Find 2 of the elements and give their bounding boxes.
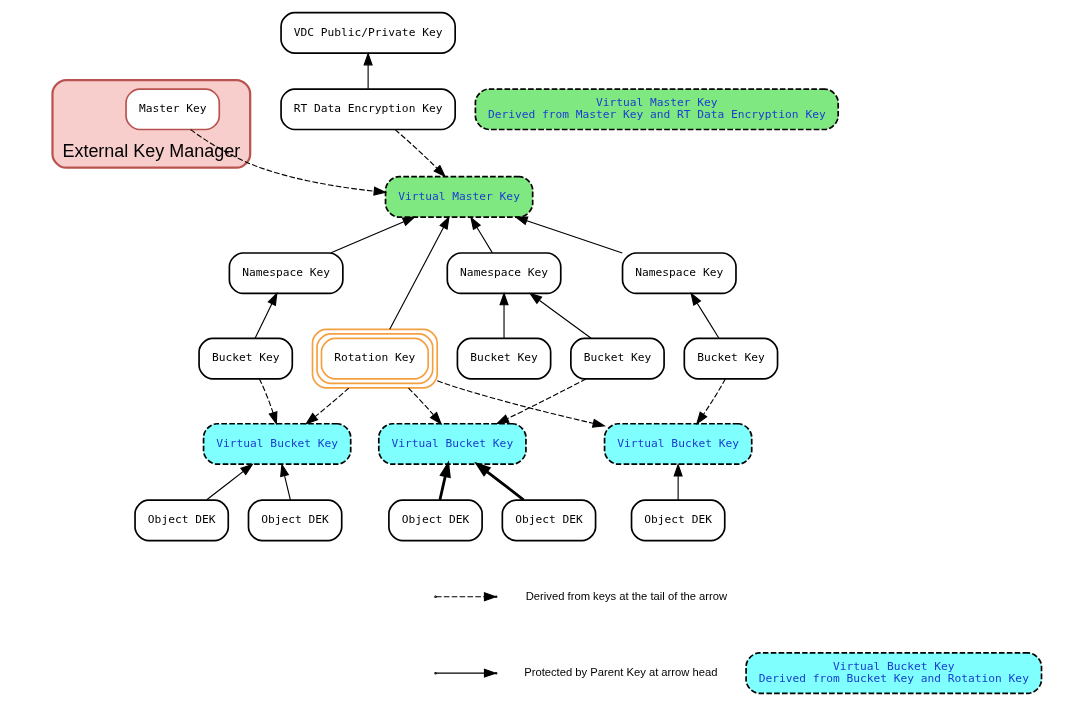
legend-label: Derived from keys at the tail of the arrow [525,589,727,602]
legend-label: Protected by Parent Key at arrow head [523,665,718,678]
